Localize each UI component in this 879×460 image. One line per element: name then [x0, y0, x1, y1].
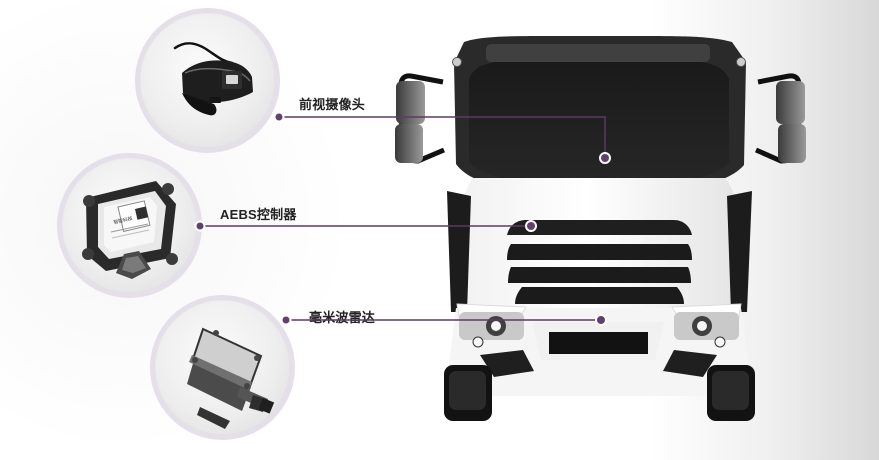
front-camera-device-icon [173, 42, 253, 116]
truck-front-icon [395, 36, 806, 421]
millimeter-wave-radar-device-icon [187, 327, 275, 429]
front-camera-label: 前视摄像头 [299, 97, 366, 112]
ecu-device-circle: 智能科技 [57, 153, 202, 298]
camera-device-circle [135, 8, 280, 153]
millimeter-wave-radar-label: 毫米波雷达 [309, 310, 376, 325]
ecu-brand-text: 智能科技 [113, 215, 133, 226]
aebs-controller-device-icon: 智能科技 [82, 181, 178, 279]
radar-device-circle [150, 295, 295, 440]
aebs-controller-label: AEBS控制器 [220, 207, 297, 222]
